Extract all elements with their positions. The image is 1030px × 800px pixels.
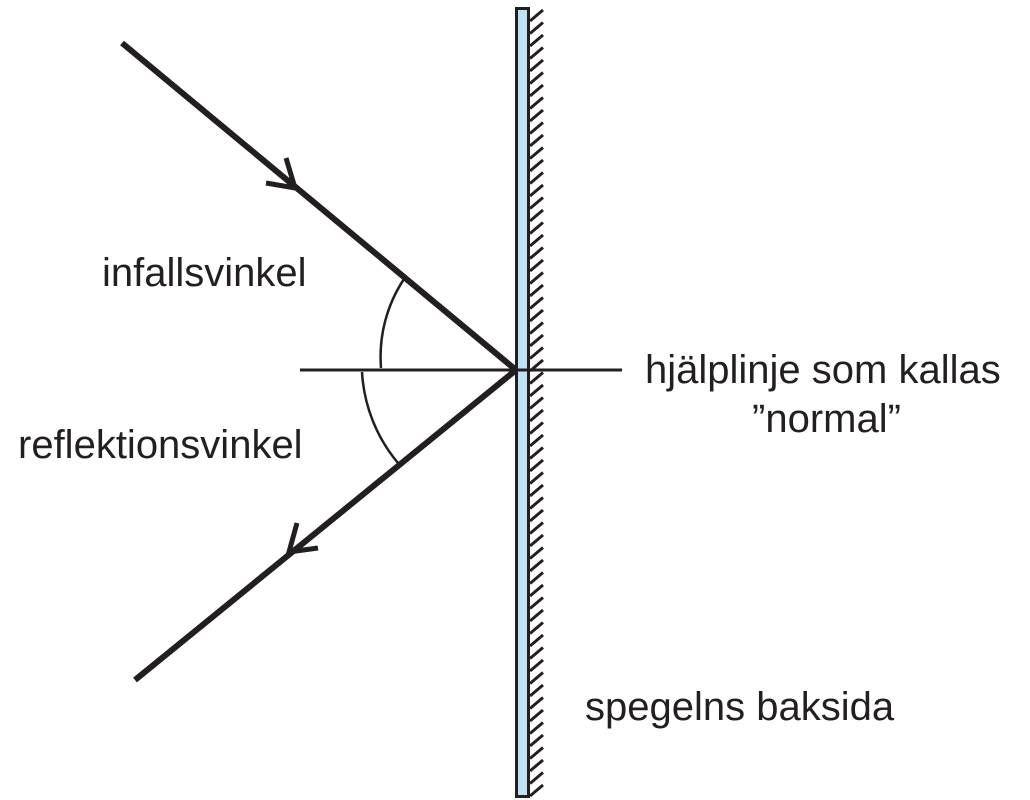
- hatch-stroke: [529, 633, 544, 648]
- hatch-stroke: [529, 183, 544, 198]
- hatch-stroke: [529, 558, 544, 573]
- hatch-stroke: [529, 571, 544, 585]
- hatch-stroke: [529, 408, 544, 423]
- normal-label-line-1: hjälplinje som kallas: [645, 348, 1001, 392]
- normal-label-line-2: ”normal”: [752, 397, 901, 441]
- hatch-stroke: [529, 296, 544, 310]
- hatch-stroke: [529, 696, 544, 710]
- hatch-stroke: [529, 596, 544, 610]
- hatch-stroke: [529, 433, 544, 448]
- hatch-stroke: [529, 83, 544, 98]
- hatch-stroke: [529, 658, 544, 673]
- incidence-angle-arc: [379, 278, 406, 369]
- reflected-ray: [133, 367, 518, 683]
- hatch-stroke: [529, 171, 544, 185]
- hatch-stroke: [529, 521, 544, 535]
- hatch-stroke: [529, 771, 544, 785]
- hatch-stroke: [529, 546, 544, 560]
- hatch-stroke: [529, 258, 544, 273]
- hatch-stroke: [529, 646, 544, 660]
- incident-ray-arrowhead: [265, 157, 299, 192]
- hatch-stroke: [529, 246, 544, 260]
- hatch-stroke: [529, 583, 544, 598]
- hatch-stroke: [529, 483, 544, 498]
- hatch-stroke: [529, 421, 544, 435]
- mirror-back-hatching: [529, 8, 544, 798]
- hatch-stroke: [529, 283, 544, 298]
- mirror-glass: [515, 7, 530, 798]
- hatch-stroke: [529, 471, 544, 485]
- hatch-stroke: [529, 33, 544, 48]
- hatch-stroke: [529, 458, 544, 473]
- hatch-stroke: [529, 308, 544, 323]
- hatch-stroke: [529, 758, 544, 773]
- hatch-stroke: [529, 533, 544, 548]
- incidence-angle-label: infallsvinkel: [102, 251, 307, 295]
- hatch-stroke: [529, 621, 544, 635]
- hatch-stroke: [529, 71, 544, 85]
- hatch-stroke: [529, 158, 544, 173]
- reflection-angle-arc: [360, 371, 399, 464]
- hatch-stroke: [529, 196, 544, 210]
- hatch-stroke: [529, 121, 544, 135]
- hatch-stroke: [529, 133, 544, 148]
- hatch-stroke: [529, 208, 544, 223]
- hatch-stroke: [529, 271, 544, 285]
- hatch-stroke: [529, 783, 544, 798]
- hatch-stroke: [529, 221, 544, 235]
- hatch-stroke: [529, 608, 544, 623]
- hatch-stroke: [529, 21, 544, 35]
- hatch-stroke: [529, 333, 544, 348]
- hatch-stroke: [529, 671, 544, 685]
- reflection-angle-label: reflektionsvinkel: [18, 423, 303, 467]
- hatch-stroke: [529, 146, 544, 160]
- hatch-stroke: [529, 721, 544, 735]
- hatch-stroke: [529, 708, 544, 723]
- hatch-stroke: [529, 96, 544, 110]
- incident-ray: [120, 40, 518, 373]
- hatch-stroke: [529, 683, 544, 698]
- hatch-stroke: [529, 496, 544, 510]
- hatch-stroke: [529, 371, 544, 385]
- hatch-stroke: [529, 58, 544, 73]
- mirror-back-label: spegelns baksida: [585, 685, 895, 729]
- hatch-stroke: [529, 396, 544, 410]
- hatch-stroke: [529, 321, 544, 335]
- hatch-stroke: [529, 508, 544, 523]
- hatch-stroke: [529, 46, 544, 60]
- hatch-stroke: [529, 383, 544, 398]
- hatch-stroke: [529, 346, 544, 360]
- hatch-stroke: [529, 733, 544, 748]
- hatch-stroke: [529, 108, 544, 123]
- reflected-ray-arrowhead: [285, 522, 319, 555]
- hatch-stroke: [529, 8, 544, 23]
- hatch-stroke: [529, 746, 544, 760]
- hatch-stroke: [529, 233, 544, 248]
- hatch-stroke: [529, 446, 544, 460]
